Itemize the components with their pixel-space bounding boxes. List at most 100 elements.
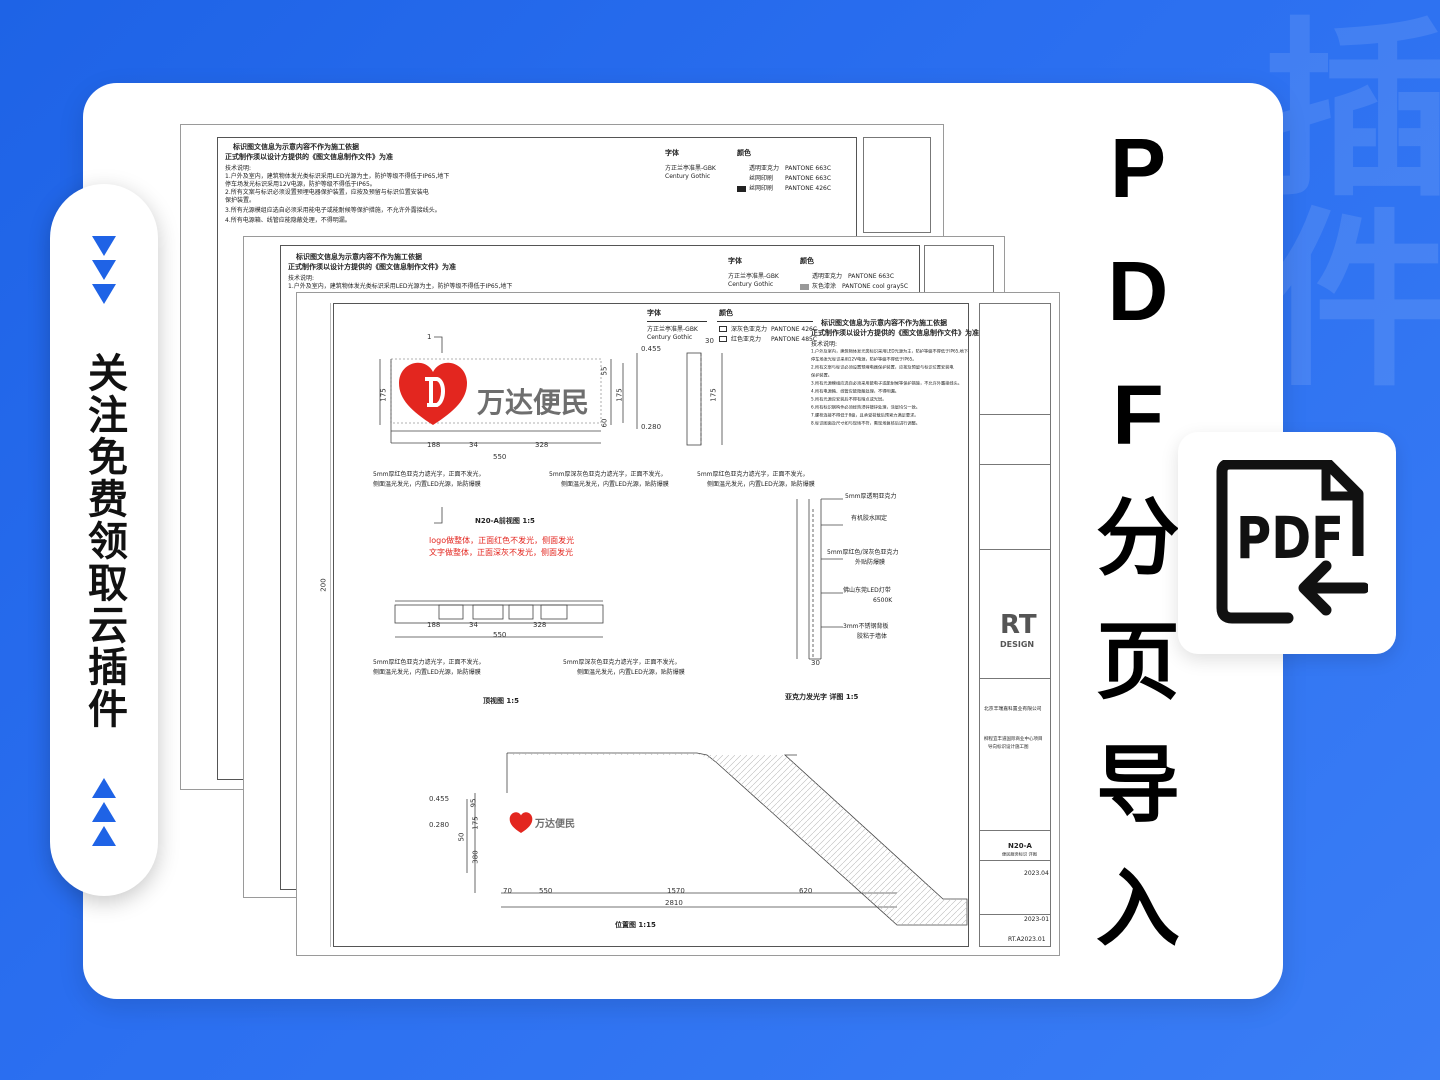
section-callout: 3mm不锈钢背板 (843, 623, 889, 630)
dim-label: 0.280 (641, 423, 662, 431)
client-name: 北京丰瑞嘉科置业有限公司 (984, 706, 1042, 712)
pdf-import-card[interactable]: PDF (1178, 432, 1396, 654)
callout-text: 侧面温光发光，内置LED光源，贴防爆膜 (707, 481, 815, 488)
color-header: 颜色 (737, 149, 751, 157)
dim-label: 188 (427, 621, 441, 629)
color-item: 透明亚克力 (812, 273, 843, 280)
tech-line: 3.所有光源模组应选自必须采用能电子或能耐候等保护措施，不允许外露接线头。 (811, 381, 963, 386)
section-callout: 5mm厚透明亚克力 (845, 493, 897, 500)
title-char: D (1107, 244, 1169, 339)
title-char: 入 (1095, 861, 1180, 956)
title-char: P (1109, 121, 1167, 215)
drawing-sheet-front: 200 字体 方正兰亭准黑-GBK Century Gothic 颜色 深灰色亚… (296, 292, 1060, 956)
tech-line: 保护装置。 (225, 197, 256, 204)
callout-text: 侧面温光发光，内置LED光源，贴防爆膜 (373, 481, 481, 488)
left-margin-strip (309, 303, 331, 947)
notes-sub: 正式制作须以设计方提供的《图文信息制作文件》为准 (288, 263, 456, 271)
dim-label: 55 (600, 366, 609, 376)
tech-line: 2.所有文案与标识必须设置预埋电器保护装置，应按及预留与标识位置安装电 (225, 189, 429, 196)
dim-label: 175 (615, 388, 624, 402)
color-swatch (719, 336, 727, 342)
color-item: 丝网印刷 (749, 175, 774, 182)
drawing-number: N20-A (1008, 842, 1032, 850)
brand-name-site: 万达便民 (535, 819, 575, 830)
color-code: PANTONE cool gray5C (842, 283, 909, 290)
tech-title: 技术说明: (288, 275, 315, 282)
section-callout: 外贴防爆膜 (855, 559, 886, 566)
red-note: logo做整体，正面红色不发光，侧面发光 (429, 536, 575, 545)
color-item: 丝网印刷 (749, 185, 774, 192)
font-header: 字体 (728, 257, 742, 265)
tech-line: 2.所有文案与标识必须设置预埋电器保护装置，应按及预留与标识位置安装电 (811, 365, 954, 370)
dim-label: 30 (811, 659, 820, 667)
title-char: F (1112, 367, 1164, 462)
color-swatch (719, 326, 727, 332)
dim-label: 34 (469, 621, 478, 629)
section-callout: 有机胶水固定 (851, 515, 888, 522)
pdf-import-title: P D F 分 页 导 入 (1088, 110, 1188, 970)
dim-label: 34 (469, 441, 478, 449)
drawing-lines (379, 336, 968, 926)
tech-line: 8.标识图面及尺寸如与现场不符，需现场复核后进行调整。 (811, 421, 921, 426)
callout-text: 5mm厚深灰色亚克力滤光字，正面不发光， (549, 471, 667, 478)
callout-text: 5mm厚红色亚克力滤光字，正面不发光， (697, 471, 809, 478)
tech-title: 技术说明: (225, 165, 252, 172)
notes-sub: 正式制作须以设计方提供的《图文信息制作文件》为准 (811, 329, 979, 337)
dim-label: 328 (533, 621, 547, 629)
font-item: Century Gothic (665, 173, 711, 180)
follow-badge[interactable]: 关注免费领取云插件 (50, 184, 158, 896)
notes-title: 标识图文信息为示意内容不作为施工依据 (821, 319, 947, 327)
dim-label: 188 (427, 441, 441, 449)
color-header: 颜色 (800, 257, 814, 265)
section-callout: 6500K (873, 597, 893, 604)
drawing-date: 2023-01 (1024, 916, 1050, 923)
dim-label: 1570 (667, 887, 685, 895)
tech-line: 停车场发光标识采用12V电源，防护等级不得低于IP65。 (811, 357, 917, 362)
drawing-version: RT.A2023.01 (1008, 936, 1046, 943)
front-view-label: N20-A前视图 1:5 (475, 517, 535, 525)
section-callout: 5mm厚红色/深灰色亚克力 (827, 549, 899, 556)
dim-label: 550 (493, 453, 507, 461)
font-item: Century Gothic (647, 334, 693, 341)
dim-label: 2810 (665, 899, 683, 907)
callout-text: 5mm厚红色亚克力滤光字，正面不发光， (373, 471, 485, 478)
color-code: PANTONE 663C (785, 175, 832, 182)
callout-text: 5mm厚深灰色亚克力滤光字，正面不发光， (563, 659, 681, 666)
section-callout: 佛山东莞LED灯带 (843, 587, 891, 594)
color-code: PANTONE 663C (848, 273, 895, 280)
dim-label: 175 (709, 388, 718, 402)
section-view-label: 亚克力发光字 详图 1:5 (785, 693, 859, 701)
callout-text: 侧面温光发光，内置LED光源，贴防爆膜 (577, 669, 685, 676)
font-item: 方正兰亭准黑-GBK (647, 326, 698, 333)
drawing-name: 便民服务标识 详图 (1002, 852, 1037, 857)
title-block: RT DESIGN 北京丰瑞嘉科置业有限公司 柳程宜丰道国际商业中心项目 导向标… (979, 303, 1051, 947)
dim-label: 0.455 (429, 795, 450, 803)
notes-sub: 正式制作须以设计方提供的《图文信息制作文件》为准 (225, 153, 393, 161)
color-item: 深灰色亚克力 (731, 326, 768, 333)
callout-text: 侧面温光发光，内置LED光源，贴防爆膜 (561, 481, 669, 488)
tech-line: 保护装置。 (811, 373, 833, 378)
drawing-date: 2023.04 (1024, 870, 1049, 877)
brand-name-front: 万达便民 (477, 386, 590, 419)
color-code: PANTONE 426C (771, 326, 818, 333)
dim-label: 175 (379, 388, 388, 402)
notes-title: 标识图文信息为示意内容不作为施工依据 (296, 253, 422, 261)
font-item: 方正兰亭准黑-GBK (728, 273, 779, 280)
title-char: 分 (1095, 491, 1180, 586)
section-callout: 胶粘于墙体 (857, 633, 888, 640)
title-char: 导 (1095, 738, 1180, 833)
dim-label: 620 (799, 887, 813, 895)
dim-label: 50 (457, 832, 466, 842)
tech-line: 5.所有光源应安装后不得有暗点或光斑。 (811, 397, 887, 402)
sheet-frame (333, 303, 969, 947)
up-arrows-icon (92, 778, 116, 846)
wanda-logo-icon (399, 362, 467, 425)
dim-label: 380 (471, 850, 480, 864)
callout-text: 5mm厚红色亚克力滤光字，正面不发光， (373, 659, 485, 666)
tech-line: 4.所有电源箱、线管应能隐蔽处理，不得明漏。 (225, 217, 351, 224)
color-code: PANTONE 426C (785, 185, 832, 192)
dim-label: 95 (469, 798, 478, 808)
color-swatch (800, 284, 809, 290)
project-name: 柳程宜丰道国际商业中心项目 (984, 736, 1043, 742)
font-header: 字体 (665, 149, 679, 157)
